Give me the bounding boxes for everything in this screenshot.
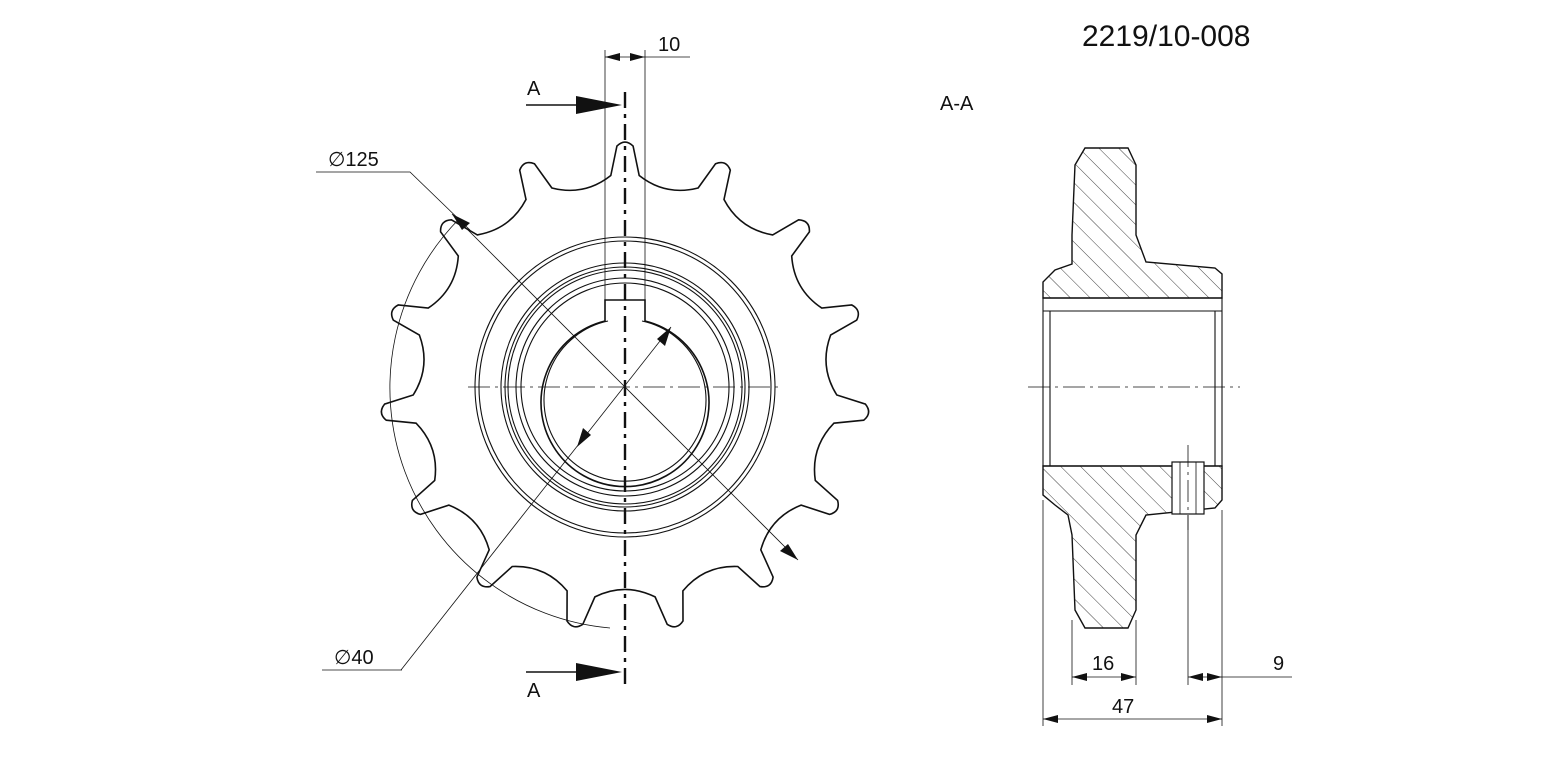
- upper-section-fill: [1042, 147, 1223, 299]
- cut-label-bottom: A: [527, 680, 541, 702]
- part-number: 2219/10-008: [1082, 20, 1251, 53]
- total-length-label: 47: [1112, 696, 1134, 718]
- cut-arrow-bottom: [576, 663, 622, 681]
- section-view: 16 9 47: [1028, 147, 1292, 726]
- cut-arrow-top: [576, 96, 622, 114]
- bore-section: [1042, 297, 1223, 467]
- arrowhead: [657, 327, 671, 346]
- threaded-hole: [1171, 461, 1205, 515]
- arrowhead: [577, 428, 591, 447]
- hub-width-label: 16: [1092, 653, 1114, 675]
- arrowhead: [780, 544, 798, 560]
- arrowhead: [630, 53, 645, 61]
- hole-offset-label: 9: [1273, 653, 1284, 675]
- bore-diameter-dimension-line: [400, 326, 672, 671]
- cut-label-top: A: [527, 78, 541, 100]
- bore-diameter-label: ∅40: [334, 647, 374, 669]
- outer-diameter-arc: [389, 218, 611, 629]
- arrowhead: [1043, 715, 1058, 723]
- slot-width-label: 10: [658, 34, 680, 56]
- section-title: A-A: [940, 93, 974, 115]
- arrowhead: [1188, 673, 1203, 681]
- sprocket-outline: [380, 141, 870, 628]
- arrowhead: [1207, 673, 1222, 681]
- front-view: ∅125 ∅40 10 A A: [316, 34, 870, 702]
- outer-diameter-leader: [316, 171, 471, 231]
- arrowhead: [1207, 715, 1222, 723]
- arrowhead: [1072, 673, 1087, 681]
- bore-with-keyway: [540, 299, 710, 488]
- arrowhead: [605, 53, 620, 61]
- outer-diameter-label: ∅125: [328, 149, 379, 171]
- arrowhead: [1121, 673, 1136, 681]
